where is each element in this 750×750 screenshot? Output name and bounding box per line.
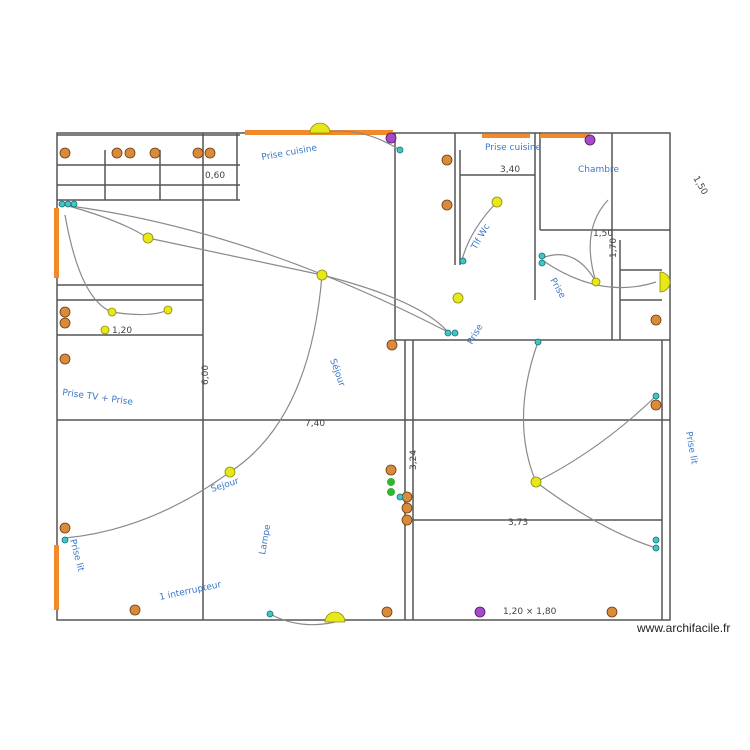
- dim-top-left-box: 0,60: [205, 171, 225, 181]
- green-point: [387, 488, 395, 496]
- note-prise-cuisine-2: Prise cuisine: [485, 143, 542, 153]
- notes: Prise cuisine Sejour Prise TV + Prise Sé…: [62, 143, 699, 603]
- note-prise-lit-2: Prise lit: [67, 538, 85, 573]
- outlet: [149, 147, 161, 159]
- outlet: [441, 154, 453, 166]
- switch: [266, 610, 274, 618]
- wall-light: [659, 271, 671, 293]
- outlet: [59, 522, 71, 534]
- outlets: [59, 147, 662, 618]
- switch: [396, 493, 404, 501]
- outlet: [385, 464, 397, 476]
- outlet: [129, 604, 141, 616]
- outlet: [59, 317, 71, 329]
- network-outlet: [385, 132, 397, 144]
- network-points: [385, 132, 596, 618]
- dim-small-a: 1,20: [112, 326, 132, 336]
- outlet: [59, 147, 71, 159]
- note-prise-cuisine: Prise cuisine: [261, 143, 318, 163]
- wiring: [64, 130, 657, 626]
- outlet: [401, 491, 413, 503]
- dim-bottom-right: 1,20 × 1,80: [503, 607, 557, 617]
- ceiling-light: [163, 305, 173, 315]
- radiator: [482, 134, 530, 138]
- ceiling-light: [491, 196, 503, 208]
- note-prise-lit: Prise lit: [683, 431, 699, 466]
- green-point: [387, 478, 395, 486]
- dim-side-right: 1,50: [690, 175, 709, 198]
- outlet: [441, 199, 453, 211]
- watermark: www.archifacile.fr: [637, 621, 731, 635]
- outlet: [59, 306, 71, 318]
- radiator: [54, 545, 59, 610]
- radiator: [540, 134, 590, 138]
- ceiling-light: [142, 232, 154, 244]
- switch: [64, 200, 72, 208]
- dim-width-total: 7,40: [305, 419, 325, 429]
- note-prise-2: Prise: [547, 277, 567, 301]
- switch: [459, 257, 467, 265]
- switch: [534, 338, 542, 346]
- switch: [652, 544, 660, 552]
- note-lampe: Lampe: [258, 523, 273, 555]
- dim-kitchen: 1,50: [593, 229, 613, 239]
- wall-light: [324, 611, 346, 623]
- walls: [56, 132, 671, 621]
- dim-corridor-b: 1,70: [609, 238, 619, 258]
- lights: [100, 122, 671, 623]
- outlet: [381, 606, 393, 618]
- ceiling-light: [530, 476, 542, 488]
- ceiling-light: [591, 277, 601, 287]
- switch: [538, 252, 546, 260]
- network-outlet: [474, 606, 486, 618]
- outlet: [606, 606, 618, 618]
- outlet: [59, 353, 71, 365]
- note-chambre: Chambre: [578, 165, 619, 175]
- dim-room-right: 3,73: [508, 518, 528, 528]
- outlet: [124, 147, 136, 159]
- switch: [451, 329, 459, 337]
- switch: [61, 536, 69, 544]
- outlet: [650, 399, 662, 411]
- switch: [70, 200, 78, 208]
- dim-height-total: 6,00: [201, 365, 211, 385]
- outlet: [111, 147, 123, 159]
- radiators: [54, 130, 590, 610]
- outlet: [650, 314, 662, 326]
- switch: [652, 536, 660, 544]
- ceiling-light: [316, 269, 328, 281]
- outlet: [401, 502, 413, 514]
- outlet: [386, 339, 398, 351]
- outlet: [192, 147, 204, 159]
- note-sejour-2: Séjour: [327, 357, 347, 388]
- green-points: [387, 478, 395, 496]
- radiator: [54, 208, 59, 278]
- switch: [396, 146, 404, 154]
- note-sejour: Sejour: [210, 476, 241, 494]
- outlet: [401, 514, 413, 526]
- switch: [652, 392, 660, 400]
- dim-mid-right: 3,24: [409, 450, 419, 470]
- switch: [444, 329, 452, 337]
- note-prise: Prise: [466, 322, 486, 346]
- wall-light: [309, 122, 331, 134]
- note-tlf-wc: Tlf Wc: [469, 222, 492, 252]
- ceiling-light: [224, 466, 236, 478]
- ceiling-light: [100, 325, 110, 335]
- network-outlet: [584, 134, 596, 146]
- note-prise-tv: Prise TV + Prise: [62, 388, 134, 408]
- dimensions: 7,40 6,00 3,40 1,50 1,70 1,20 3,24 3,73 …: [112, 165, 709, 617]
- note-interrupteur: 1 interrupteur: [159, 580, 223, 603]
- outlet: [204, 147, 216, 159]
- switches: [58, 146, 660, 618]
- switch: [58, 200, 66, 208]
- ceiling-light: [452, 292, 464, 304]
- ceiling-light: [107, 307, 117, 317]
- switch: [538, 259, 546, 267]
- dim-corridor-a: 3,40: [500, 165, 520, 175]
